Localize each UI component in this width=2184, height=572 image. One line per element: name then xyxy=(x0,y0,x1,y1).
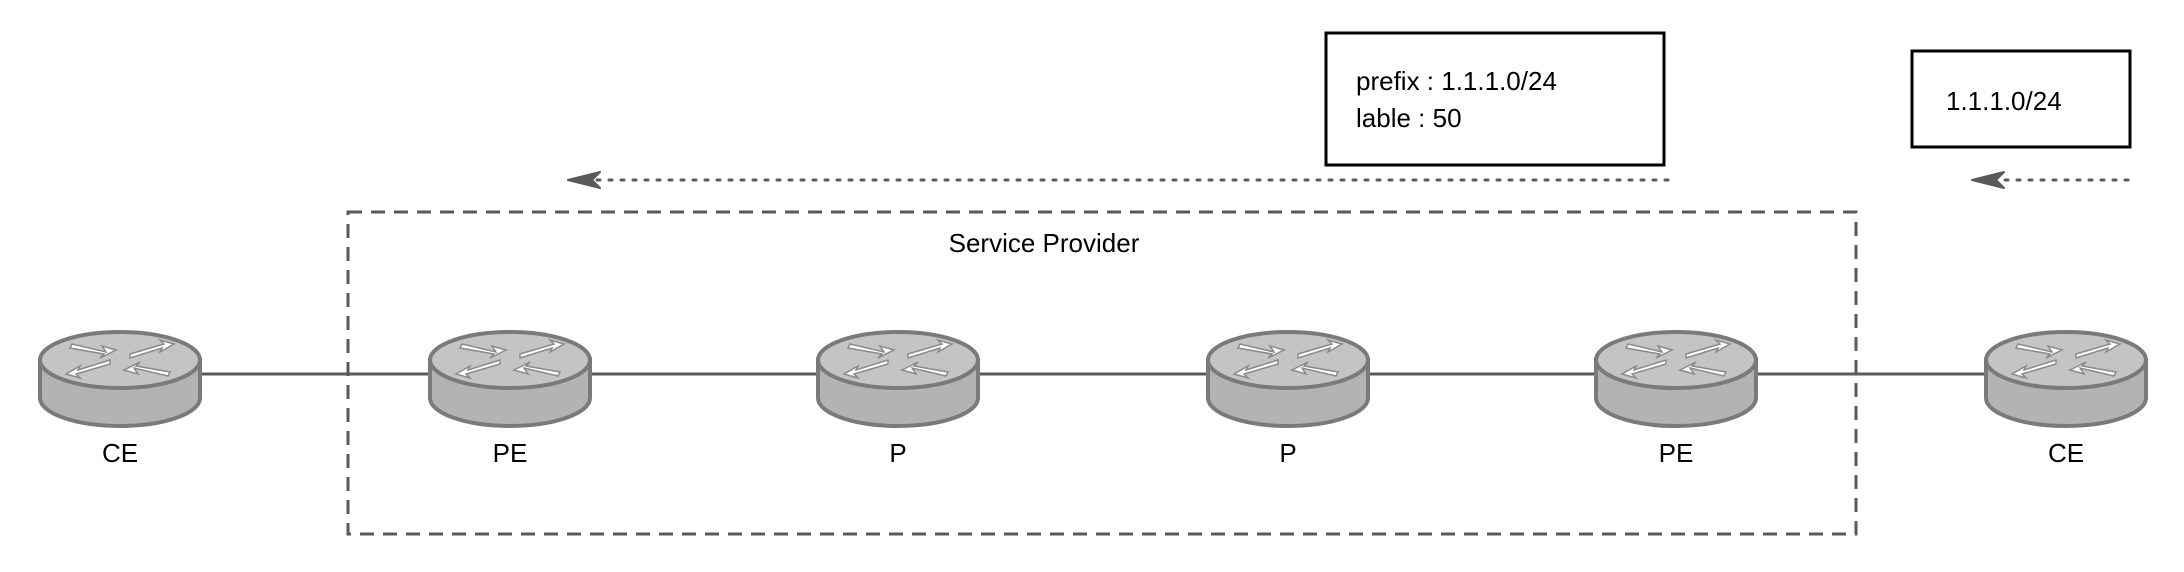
router-ce-left xyxy=(38,330,202,428)
router-icon xyxy=(1984,330,2148,428)
router-label-ce-right: CE xyxy=(2048,438,2084,468)
router-pe-right xyxy=(1594,330,1758,428)
advertisement-arrow-prefix xyxy=(1971,171,2130,189)
router-icon xyxy=(1594,330,1758,428)
router-p-left xyxy=(816,330,980,428)
arrow-left-icon xyxy=(1971,171,2005,189)
advertisement-box-prefix xyxy=(1910,49,2132,149)
router-p-right xyxy=(1206,330,1370,428)
router-pe-left xyxy=(428,330,592,428)
advertisement-prefix-text: prefix : 1.1.1.0/24 xyxy=(1356,66,1557,96)
arrow-left-icon xyxy=(567,171,601,189)
advertisement-prefix-only-text: 1.1.1.0/24 xyxy=(1946,86,2062,116)
router-label-p-right: P xyxy=(1279,438,1296,468)
service-provider-label: Service Provider xyxy=(949,228,1140,258)
router-label-p-left: P xyxy=(889,438,906,468)
advertisement-label-text: lable : 50 xyxy=(1356,103,1462,133)
advertisement-box-vpn xyxy=(1324,31,1666,167)
router-label-pe-right: PE xyxy=(1659,438,1694,468)
router-ce-right xyxy=(1984,330,2148,428)
router-label-ce-left: CE xyxy=(102,438,138,468)
advertisement-arrow-vpn xyxy=(567,171,1670,189)
router-icon xyxy=(1206,330,1370,428)
router-icon xyxy=(428,330,592,428)
router-icon xyxy=(38,330,202,428)
router-label-pe-left: PE xyxy=(493,438,528,468)
router-icon xyxy=(816,330,980,428)
